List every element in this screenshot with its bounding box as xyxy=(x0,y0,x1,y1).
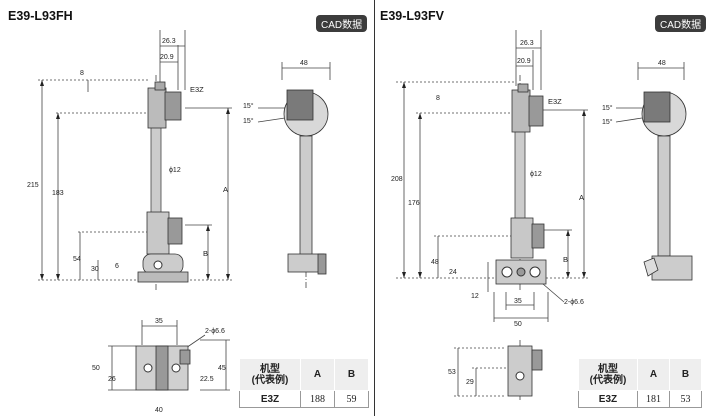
dim-label: 30 xyxy=(91,266,99,273)
mount-holes-label: 2-ϕ6.6 xyxy=(205,328,225,335)
table-header-a: A xyxy=(636,358,671,391)
left-panel: E39-L93FH CAD数据 xyxy=(8,9,369,414)
dim-label: 53 xyxy=(448,369,456,376)
sensor-label: E3Z xyxy=(190,85,204,94)
table-header-b: B xyxy=(334,358,369,391)
table-cell-model: E3Z xyxy=(239,390,301,408)
side-view-drawing: 48 15° 15° xyxy=(602,60,693,281)
dim-label: 50 xyxy=(92,365,100,372)
dim-label: 50 xyxy=(514,321,522,328)
mount-holes-label: 2-ϕ6.6 xyxy=(564,299,584,306)
spec-table: 机型 (代表例) A B E3Z 188 59 xyxy=(239,358,369,408)
dim-label: 15° xyxy=(602,118,613,126)
model-title: E39-L93FV xyxy=(380,9,444,23)
cad-data-button[interactable]: CAD数据 xyxy=(655,15,707,32)
dim-label: 15° xyxy=(243,102,254,110)
dim-label: 24 xyxy=(449,269,457,276)
sensor-label: E3Z xyxy=(548,97,562,106)
dim-label: 35 xyxy=(514,298,522,305)
dim-label: 26 xyxy=(108,376,116,383)
shaft-diameter-label: ϕ12 xyxy=(169,167,181,174)
panel-divider xyxy=(374,0,375,416)
side-view-drawing: 48 15° 15° xyxy=(243,60,331,290)
dim-label: 26.3 xyxy=(162,38,176,45)
spec-table: 机型 (代表例) A B E3Z 181 53 xyxy=(578,358,702,408)
model-title: E39-L93FH xyxy=(8,9,73,23)
dim-b-label: B xyxy=(203,249,208,258)
table-row: E3Z 188 59 xyxy=(239,390,369,408)
front-view-drawing: E3Z ϕ12 A B 26.3 20.9 8 208 176 48 24 12… xyxy=(391,30,588,328)
dim-label: 35 xyxy=(155,318,163,325)
dim-a-label: A xyxy=(223,185,228,194)
table-cell-a: 181 xyxy=(636,390,671,408)
table-header-b: B xyxy=(669,358,702,391)
dim-label: 54 xyxy=(73,256,81,263)
table-row: E3Z 181 53 xyxy=(578,390,702,408)
dim-b-label: B xyxy=(563,255,568,264)
dim-label: 12 xyxy=(471,293,479,300)
table-header-a: A xyxy=(299,358,336,391)
dim-label: 15° xyxy=(602,104,613,112)
dim-a-label: A xyxy=(579,193,584,202)
dim-label: 48 xyxy=(658,60,666,67)
table-cell-a: 188 xyxy=(299,390,336,408)
dim-label: 48 xyxy=(300,60,308,67)
cad-data-button[interactable]: CAD数据 xyxy=(316,15,368,32)
dim-label: 26.3 xyxy=(520,40,534,47)
dim-label: 8 xyxy=(80,70,84,77)
dim-label: 48 xyxy=(431,259,439,266)
dim-label: 176 xyxy=(408,200,420,207)
table-cell-b: 53 xyxy=(669,390,702,408)
dim-label: 15° xyxy=(243,117,254,125)
dim-label: 6 xyxy=(115,263,119,270)
dim-label: 45 xyxy=(218,365,226,372)
bottom-view-drawing: 35 50 26 22.5 45 40 2-ϕ6.6 xyxy=(92,318,230,414)
dim-label: 208 xyxy=(391,176,403,183)
table-header-model: 机型 (代表例) xyxy=(239,358,301,391)
table-header-model: 机型 (代表例) xyxy=(578,358,638,391)
dim-label: 183 xyxy=(52,190,64,197)
shaft-diameter-label: ϕ12 xyxy=(530,171,542,178)
dim-label: 20.9 xyxy=(517,58,531,65)
table-cell-model: E3Z xyxy=(578,390,638,408)
dim-label: 215 xyxy=(27,182,39,189)
bottom-detail-drawing: 53 29 xyxy=(448,340,543,400)
dim-label: 29 xyxy=(466,379,474,386)
dim-label: 8 xyxy=(436,95,440,102)
dim-label: 20.9 xyxy=(160,54,174,61)
front-view-drawing: E3Z ϕ12 A B 26.3 20.9 8 215 183 54 30 6 xyxy=(27,30,232,290)
dim-label: 40 xyxy=(155,407,163,414)
dim-label: 22.5 xyxy=(200,376,214,383)
table-cell-b: 59 xyxy=(334,390,369,408)
right-panel: E39-L93FV CAD数据 xyxy=(376,0,721,416)
